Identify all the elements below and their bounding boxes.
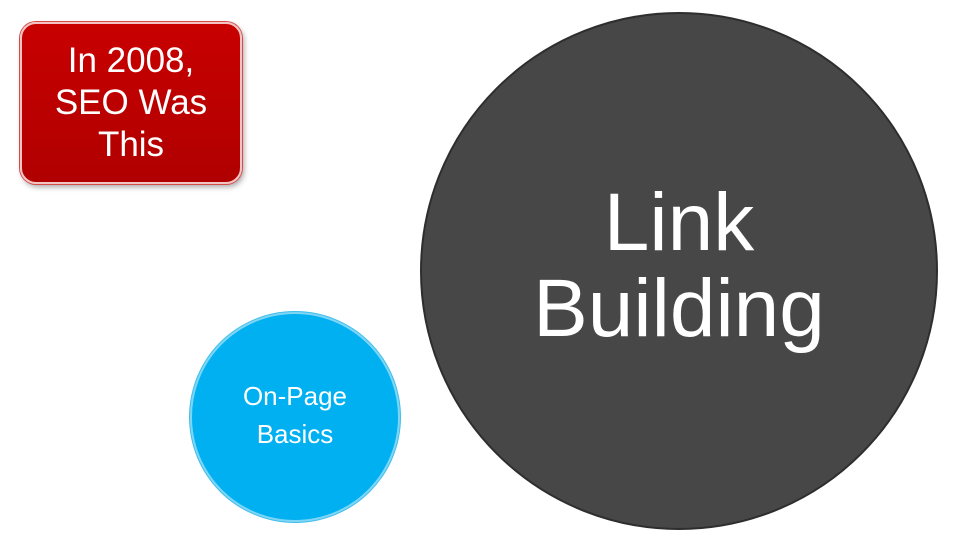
on-page-basics-circle: On-Page Basics [190, 312, 400, 522]
headline-callout-text: In 2008, SEO Was This [54, 41, 208, 164]
link-building-label: Link Building [533, 177, 825, 354]
headline-callout-box: In 2008, SEO Was This [20, 22, 242, 184]
link-building-circle: Link Building [420, 12, 938, 530]
on-page-basics-label: On-Page Basics [242, 381, 348, 449]
